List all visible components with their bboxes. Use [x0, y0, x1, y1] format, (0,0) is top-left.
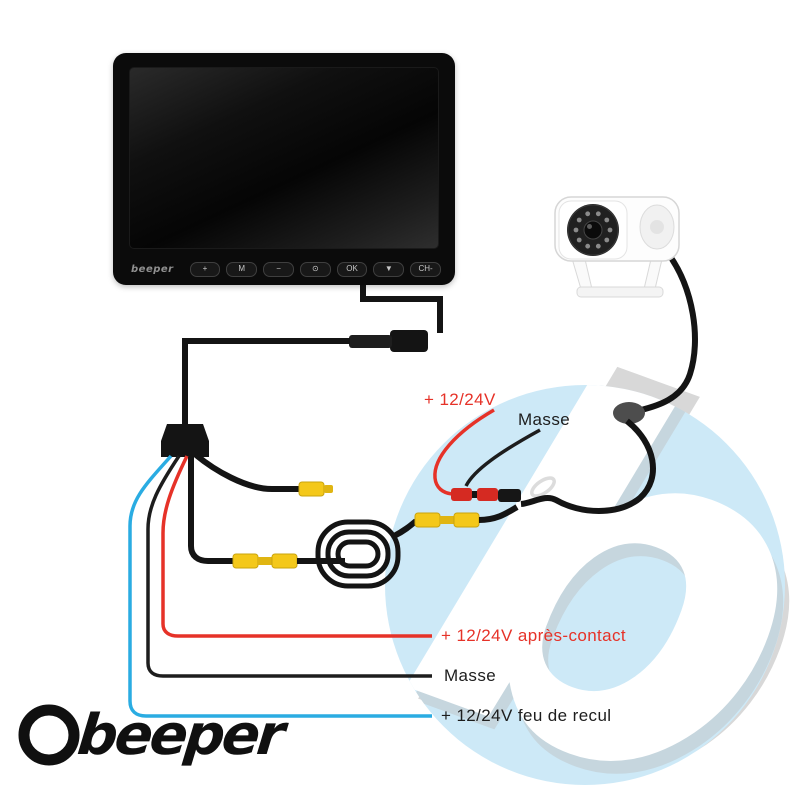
power-wire-black — [464, 428, 541, 487]
acc-power-wire — [161, 455, 432, 638]
monitor: beeper + M − ⊙ OK ▼ CH- — [113, 53, 455, 285]
splitter-block — [161, 424, 209, 457]
monitor-button-power: ⊙ — [299, 261, 331, 277]
monitor-screen — [129, 67, 439, 249]
ground-wire — [146, 455, 432, 678]
power-connector-red — [451, 488, 498, 501]
monitor-brand-logo: beeper — [131, 263, 174, 275]
camera-cable — [640, 250, 698, 413]
video-cable-b — [188, 457, 234, 564]
rca-connector-single — [298, 481, 333, 497]
background-accent-circle: b — [385, 385, 785, 785]
cable-coil — [315, 519, 401, 589]
monitor-button-minus: − — [263, 261, 294, 277]
monitor-cable — [360, 283, 443, 333]
camera-cable-lower — [520, 418, 656, 514]
cable-tie — [530, 476, 556, 498]
camera-lens — [567, 204, 619, 256]
inline-connector-pair — [349, 330, 428, 352]
label-reverse-light: + 12/24V feu de recul — [441, 706, 612, 725]
rca-connector-pair-left — [232, 553, 298, 569]
logo-ring-icon — [18, 704, 80, 766]
brand-logo-text: beeper — [74, 702, 286, 768]
label-masse-bottom: Masse — [444, 666, 497, 685]
coil-exit-cable — [392, 518, 418, 539]
monitor-control-bar: beeper + M − ⊙ OK ▼ CH- — [131, 260, 441, 278]
monitor-button-menu: M — [226, 261, 258, 277]
label-acc-power: + 12/24V après-contact — [441, 626, 627, 645]
harness-cable — [182, 338, 350, 426]
rear-camera — [554, 196, 680, 298]
reverse-light-wire — [128, 454, 432, 718]
cable-grommet — [613, 402, 645, 424]
power-connector-black — [498, 489, 521, 502]
video-cable-c — [478, 504, 519, 523]
monitor-button-ok: OK — [336, 261, 368, 277]
monitor-button-channel: CH- — [410, 261, 441, 277]
video-cable-a — [194, 452, 300, 492]
monitor-button-down: ▼ — [373, 261, 405, 277]
label-masse-top: Masse — [518, 410, 571, 429]
brand-logo: beeper — [16, 702, 285, 768]
label-power-12-24v: + 12/24V — [424, 390, 496, 409]
camera-ir-leds — [573, 211, 613, 249]
rca-connector-pair-right — [414, 512, 480, 528]
power-wire-red — [433, 408, 495, 496]
monitor-button-plus: + — [189, 261, 221, 277]
